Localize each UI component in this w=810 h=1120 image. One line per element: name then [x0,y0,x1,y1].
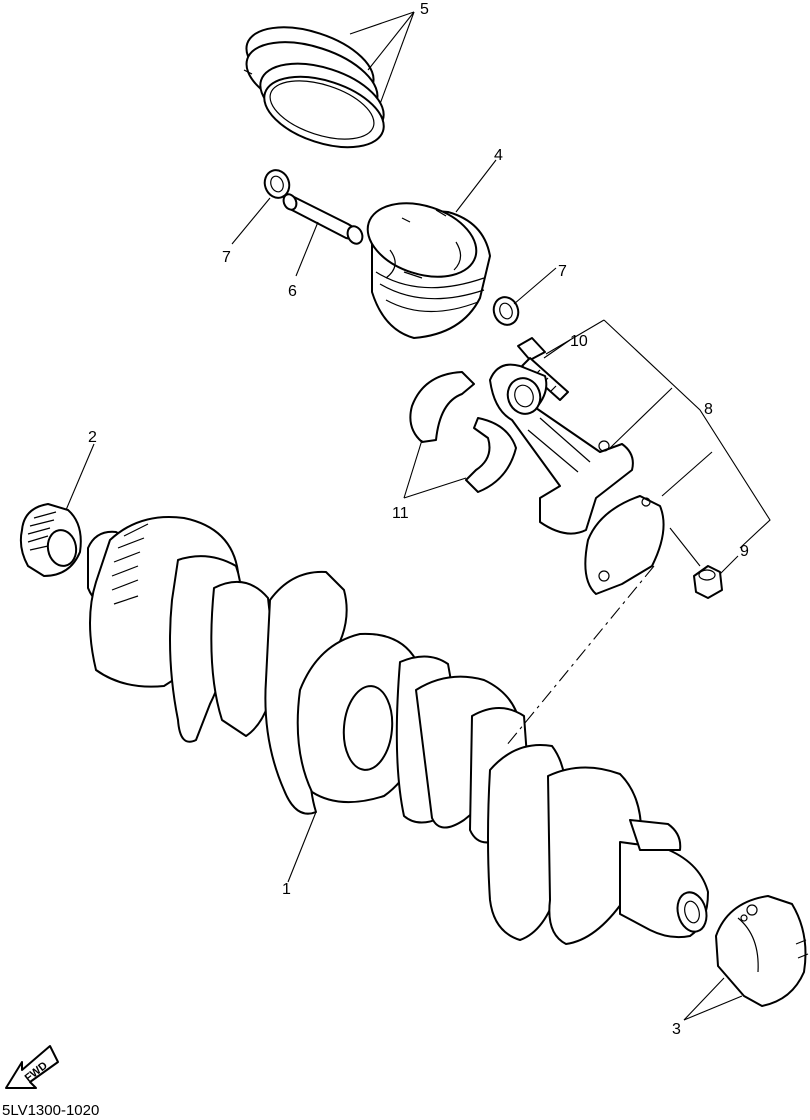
big-end-bearing-upper [409,371,475,443]
forward-arrow: FWD [5,1045,59,1089]
callout-1: 1 [282,881,291,898]
callout-10: 10 [570,333,588,350]
callout-4: 4 [494,147,503,164]
piston-pin-clip-left [263,169,291,199]
piston-ring-set [243,26,385,149]
callout-5: 5 [420,1,429,18]
callout-9: 9 [740,543,749,560]
connecting-rod-cap [584,495,665,595]
piston [366,202,491,339]
crankshaft-main-bearing [715,895,809,1007]
piston-pin [282,193,364,245]
crank-gear [19,503,82,577]
callout-2: 2 [88,429,97,446]
callout-11: 11 [392,505,409,522]
big-end-bearing-lower [465,417,517,493]
leader-lines [65,11,771,1021]
connecting-rod [489,363,634,535]
callout-7-left: 7 [222,249,231,266]
callout-8: 8 [704,401,713,418]
crankshaft [87,515,709,945]
callout-labels: 5 4 7 6 7 10 8 2 11 9 1 3 [88,1,749,1038]
connecting-rod-nut [693,565,723,599]
diagram-code: 5LV1300-1020 [2,1102,100,1119]
piston-pin-clip-right [492,296,520,326]
callout-6: 6 [288,283,297,300]
callout-3: 3 [672,1021,681,1038]
callout-7-right: 7 [558,263,567,280]
